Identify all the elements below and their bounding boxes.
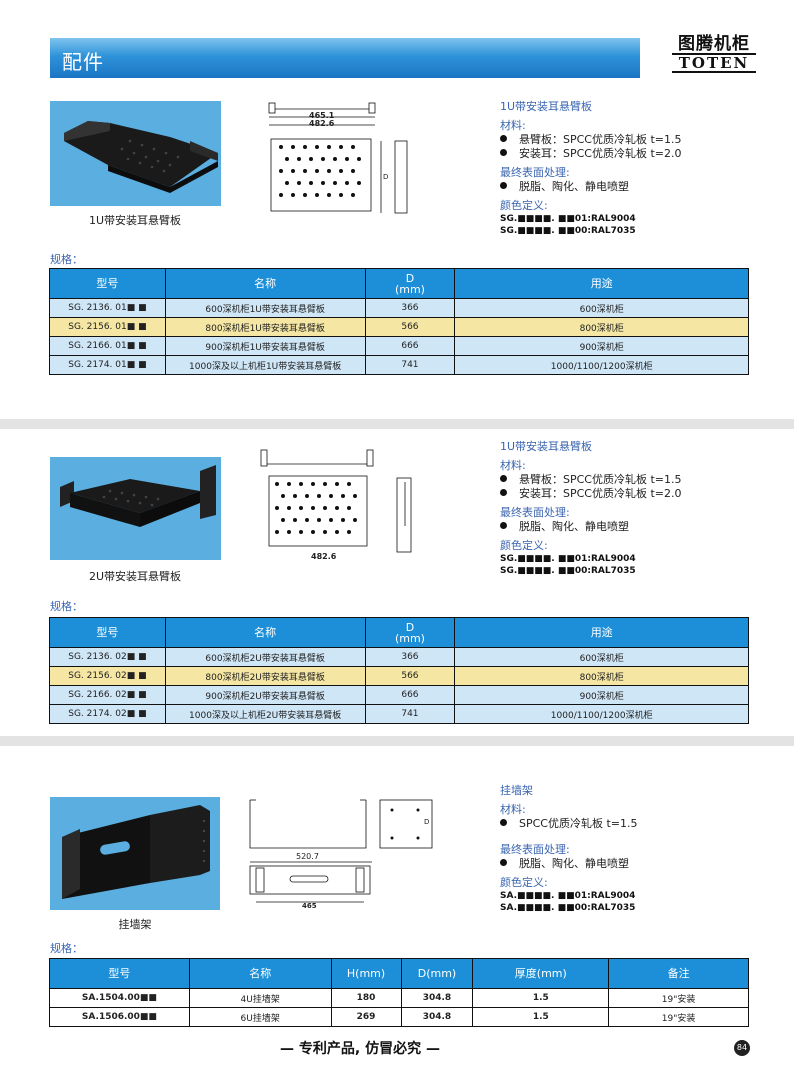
dim-482: 482.6 — [309, 119, 335, 128]
material-item: SPCC优质冷轧板 t=1.5 — [500, 817, 638, 831]
page-title: 配件 — [62, 50, 104, 74]
material-item: 安装耳：SPCC优质冷轧板 t=2.0 — [500, 147, 682, 161]
product-photo-1u-shelf — [50, 101, 221, 206]
finish-item: 脱脂、陶化、静电喷塑 — [500, 857, 638, 871]
section-divider — [0, 419, 794, 429]
drawing-wall-bracket: 520.7 465 D — [240, 790, 440, 915]
col-header: 备注 — [608, 958, 749, 989]
dim-d-wall: D — [424, 818, 430, 826]
spec-title: 1U带安装耳悬臂板 — [500, 100, 593, 113]
dim-465: 465.1 — [309, 111, 335, 120]
spec-title: 1U带安装耳悬臂板 — [500, 440, 593, 453]
product-photo-2u-shelf — [50, 457, 221, 560]
bullet-icon — [500, 819, 507, 826]
bullet-icon — [500, 489, 507, 496]
header-bar: 配件 — [50, 38, 640, 78]
caption-1u-shelf: 1U带安装耳悬臂板 — [88, 214, 182, 227]
color-code: SG.■■■■. ■■00:RAL7035 — [500, 226, 636, 236]
spec-table-3: 型号 名称 H(mm) D(mm) 厚度(mm) 备注 SA.1504.00■■… — [49, 958, 749, 1027]
color-code: SG.■■■■. ■■01:RAL9004 — [500, 554, 636, 564]
spec-table-2: 型号 名称 D(mm) 用途 SG. 2136. 02■ ■600深机柜2U带安… — [49, 617, 749, 724]
col-header: D(mm) — [400, 958, 474, 989]
dim-465-wall: 465 — [302, 902, 317, 910]
product-photo-wall-bracket — [50, 797, 220, 910]
spec-block-3: 挂墙架 材料: SPCC优质冷轧板 t=1.5 最终表面处理: 脱脂、陶化、静电… — [500, 784, 638, 914]
finish-item: 脱脂、陶化、静电喷塑 — [500, 520, 682, 534]
col-header: H(mm) — [330, 958, 402, 989]
col-header: 名称 — [188, 958, 332, 989]
bullet-icon — [500, 149, 507, 156]
color-code: SG.■■■■. ■■00:RAL7035 — [500, 566, 636, 576]
spec-block-2: 1U带安装耳悬臂板 材料: 悬臂板：SPCC优质冷轧板 t=1.5 安装耳：SP… — [500, 440, 682, 577]
col-header: 型号 — [49, 268, 166, 299]
col-header: 名称 — [164, 268, 366, 299]
material-item: 悬臂板：SPCC优质冷轧板 t=1.5 — [500, 133, 682, 147]
material-label: 材料: — [500, 119, 526, 132]
page-number: 84 — [734, 1040, 750, 1056]
spec-heading: 规格： — [50, 942, 83, 955]
material-label: 材料: — [500, 803, 526, 816]
footer-slogan: — 专利产品, 仿冒必究 — — [280, 1041, 440, 1057]
caption-2u-shelf: 2U带安装耳悬臂板 — [88, 570, 182, 583]
color-code: SA.■■■■. ■■00:RAL7035 — [500, 903, 636, 913]
col-header: 厚度(mm) — [472, 958, 610, 989]
spec-table-1: 型号 名称 D(mm) 用途 SG. 2136. 01■ ■600深机柜1U带安… — [49, 268, 749, 375]
table-header-row: 型号 名称 H(mm) D(mm) 厚度(mm) 备注 — [49, 958, 749, 989]
bullet-icon — [500, 182, 507, 189]
color-code: SA.■■■■. ■■01:RAL9004 — [500, 891, 636, 901]
drawing-1u-shelf: 465.1 482.6 D — [255, 97, 415, 217]
finish-label: 最终表面处理: — [500, 506, 570, 519]
dim-d: D — [383, 173, 389, 181]
spec-block-1: 1U带安装耳悬臂板 材料: 悬臂板：SPCC优质冷轧板 t=1.5 安装耳：SP… — [500, 100, 682, 237]
dim-520: 520.7 — [296, 852, 319, 861]
logo-en: TOTEN — [672, 53, 756, 73]
bullet-icon — [500, 135, 507, 142]
table-header-row: 型号 名称 D(mm) 用途 — [49, 268, 749, 299]
caption-wall-bracket: 挂墙架 — [118, 918, 152, 931]
finish-label: 最终表面处理: — [500, 843, 570, 856]
bullet-icon — [500, 475, 507, 482]
col-header: D(mm) — [364, 268, 456, 299]
color-label: 颜色定义: — [500, 876, 548, 889]
spec-heading: 规格： — [50, 253, 83, 266]
dim-482-2u: 482.6 — [311, 552, 337, 561]
drawing-2u-shelf: 482.6 — [255, 446, 425, 566]
col-header: D(mm) — [364, 617, 456, 648]
brand-logo: 图腾机柜 TOTEN — [672, 34, 756, 73]
color-label: 颜色定义: — [500, 539, 548, 552]
section-divider — [0, 736, 794, 746]
material-item: 悬臂板：SPCC优质冷轧板 t=1.5 — [500, 473, 682, 487]
material-label: 材料: — [500, 459, 526, 472]
col-header: 用途 — [454, 617, 749, 648]
color-label: 颜色定义: — [500, 199, 548, 212]
finish-label: 最终表面处理: — [500, 166, 570, 179]
logo-cn: 图腾机柜 — [678, 34, 750, 54]
col-header: 型号 — [49, 958, 190, 989]
spec-heading: 规格： — [50, 600, 83, 613]
table-header-row: 型号 名称 D(mm) 用途 — [49, 617, 749, 648]
col-header: 名称 — [164, 617, 366, 648]
spec-title: 挂墙架 — [500, 784, 533, 797]
finish-item: 脱脂、陶化、静电喷塑 — [500, 180, 682, 194]
bullet-icon — [500, 859, 507, 866]
material-item: 安装耳：SPCC优质冷轧板 t=2.0 — [500, 487, 682, 501]
bullet-icon — [500, 522, 507, 529]
col-header: 型号 — [49, 617, 166, 648]
color-code: SG.■■■■. ■■01:RAL9004 — [500, 214, 636, 224]
col-header: 用途 — [454, 268, 749, 299]
